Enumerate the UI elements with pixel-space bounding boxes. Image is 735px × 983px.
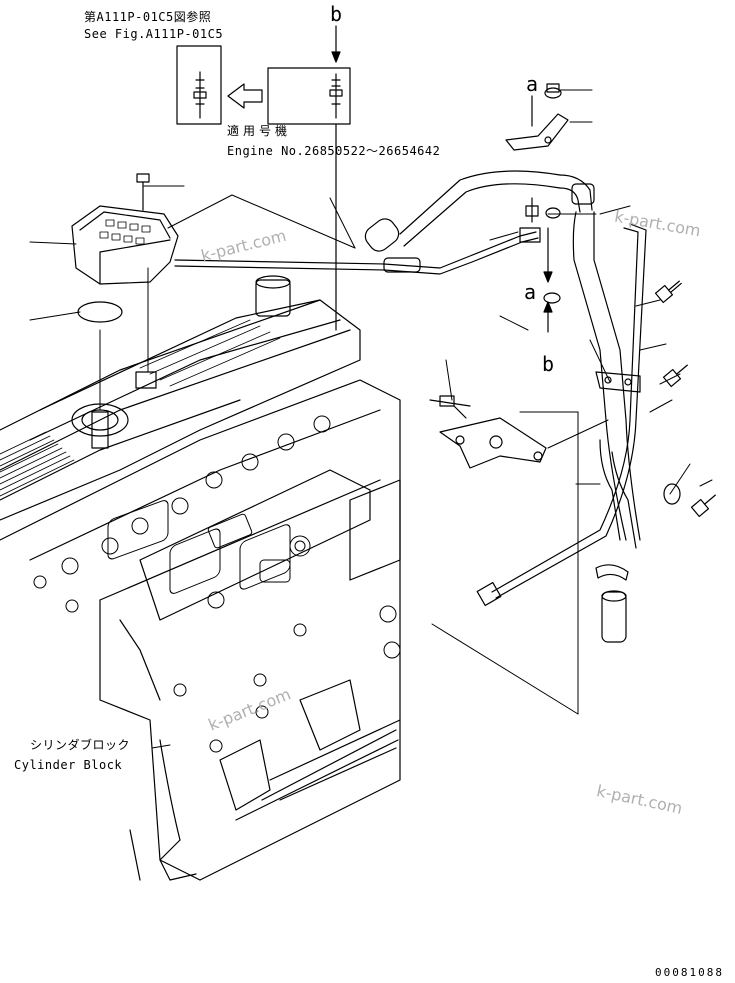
support-bracket: [439, 417, 547, 469]
leader-lines: [29, 89, 713, 749]
breather-module: [71, 205, 179, 323]
cylinder-block-en: Cylinder Block: [14, 758, 123, 772]
applicable-engine-jp: 適用号機: [227, 124, 292, 138]
marker-b-mid: b: [542, 352, 555, 376]
marker-a-top: a: [526, 72, 539, 96]
valve-cover: [0, 275, 361, 521]
marker-b-top: b: [330, 2, 343, 26]
cylinder-block-jp: シリンダブロック: [30, 738, 131, 752]
reference-note-jp: 第A111P-01C5図参照: [84, 10, 212, 24]
marker-b-line: [331, 25, 341, 331]
bolts: [136, 173, 716, 518]
bracket-top: [505, 83, 569, 151]
drawing-number: 00081088: [655, 966, 724, 979]
marker-a: [531, 95, 553, 333]
cylinder-block: [0, 379, 401, 881]
reference-note-en: See Fig.A111P-01C5: [84, 27, 224, 41]
reference-inset: [176, 45, 351, 125]
oil-pipe-assembly: [174, 170, 647, 607]
applicable-engine-en: Engine No.26850522～26654642: [227, 144, 441, 158]
marker-a-mid: a: [524, 280, 537, 304]
loose-hose: [595, 564, 629, 643]
